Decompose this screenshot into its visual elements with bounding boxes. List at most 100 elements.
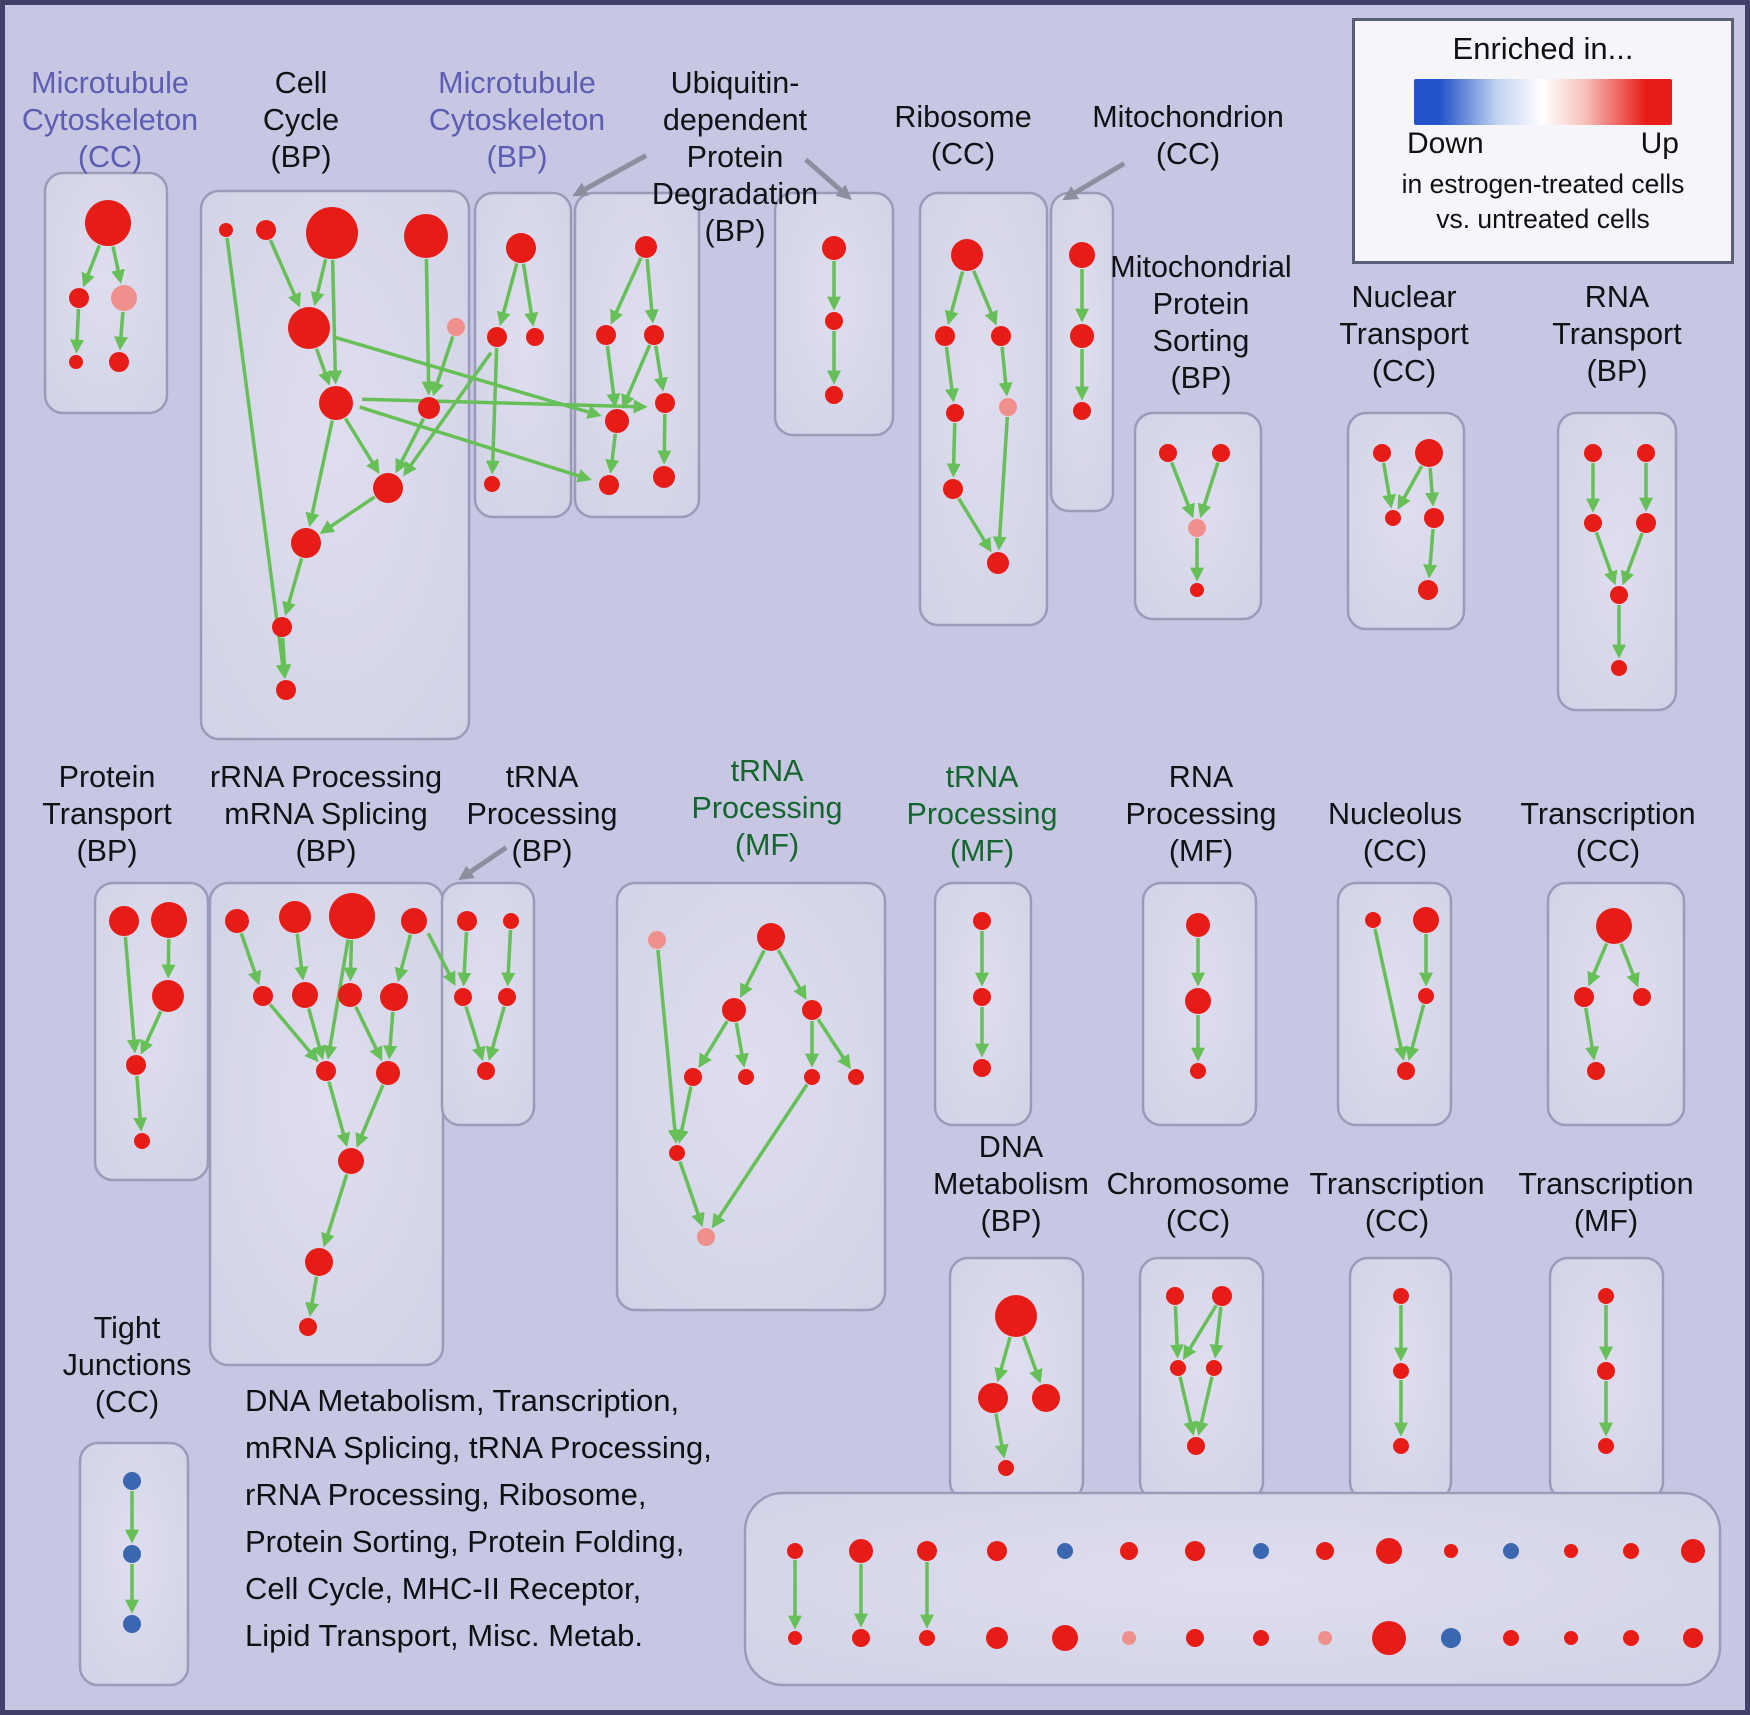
node-chromosome-cc-3: [1206, 1360, 1222, 1376]
node-misc-clusters-19: [1052, 1625, 1078, 1651]
edge-arrow: [305, 420, 334, 527]
edge-arrow: [123, 936, 141, 1054]
edge-arrow: [501, 929, 516, 987]
edge-arrow: [133, 1075, 148, 1132]
node-rrna-processing-mrna-splicing-bp-6: [338, 983, 362, 1007]
node-ubiquitin-degradation-1-4: [605, 409, 629, 433]
node-misc-clusters-25: [1441, 1628, 1461, 1648]
node-cell-cycle-bp-1: [256, 220, 276, 240]
cluster-label-nucleolus-cc: Nucleolus(CC): [1328, 797, 1462, 868]
node-nucleolus-cc-1: [1413, 907, 1439, 933]
node-misc-clusters-15: [788, 1631, 802, 1645]
node-microtubule-cytoskeleton-cc-0: [85, 200, 131, 246]
edge-arrow: [994, 1413, 1009, 1459]
node-misc-clusters-3: [987, 1541, 1007, 1561]
edge-arrow: [1397, 465, 1424, 510]
node-trna-processing-bp-2: [454, 988, 472, 1006]
edge-arrow: [657, 413, 672, 465]
edge-arrow: [421, 258, 436, 396]
edge-arrow: [605, 345, 621, 408]
legend-scale-labels: Down Up: [1407, 127, 1679, 161]
box-dna-metabolism-bp: [948, 1256, 1085, 1502]
edge-arrow: [971, 269, 998, 326]
node-rrna-processing-mrna-splicing-bp-7: [380, 983, 408, 1011]
node-mitochondrion-cc-0: [1069, 242, 1095, 268]
node-ubiquitin-degradation-1-3: [655, 393, 675, 413]
cluster-label-transcription-mf: Transcription(MF): [1518, 1167, 1693, 1238]
edge-arrow: [678, 1160, 705, 1228]
edge-arrow: [1170, 1305, 1185, 1359]
edge-arrow: [1405, 1004, 1426, 1061]
edge-arrow: [430, 335, 455, 397]
note-line: Protein Sorting, Protein Folding,: [245, 1524, 685, 1559]
edge-arrow: [496, 262, 519, 326]
edge-arrow: [1194, 1376, 1214, 1436]
node-misc-clusters-23: [1318, 1631, 1332, 1645]
edge-arrow: [621, 344, 652, 409]
node-dna-metabolism-bp-1: [978, 1383, 1008, 1413]
node-trna-processing-mf-1-7: [848, 1069, 864, 1085]
legend-gradient-bar: [1414, 79, 1672, 125]
edge-arrow: [1587, 942, 1609, 987]
edge-arrow: [946, 422, 961, 478]
node-misc-clusters-13: [1623, 1543, 1639, 1559]
edge-arrow: [944, 346, 959, 403]
node-rna-transport-bp-0: [1584, 444, 1602, 462]
edge-arrow: [776, 949, 807, 1001]
edge-arrow: [734, 1022, 749, 1068]
node-nuclear-transport-cc-1: [1415, 439, 1443, 467]
box-trna-processing-mf-1: [615, 881, 887, 1312]
node-trna-processing-mf-2-1: [973, 988, 991, 1006]
node-microtubule-cytoskeleton-cc-2: [111, 285, 137, 311]
cluster-label-transcription-cc-1: Transcription(CC): [1520, 797, 1695, 868]
node-ribosome-cc-1: [935, 326, 955, 346]
node-cell-cycle-bp-2: [306, 207, 358, 259]
label-pointer-arrow: [1062, 161, 1126, 201]
node-dna-metabolism-bp-2: [1032, 1384, 1060, 1412]
edge-arrow: [457, 931, 472, 987]
node-chromosome-cc-1: [1212, 1286, 1232, 1306]
box-cell-cycle-bp: [199, 189, 471, 741]
node-transcription-cc-2-0: [1393, 1288, 1409, 1304]
node-trna-processing-mf-2-0: [973, 912, 991, 930]
edge-arrow: [1197, 461, 1220, 519]
edge-arrow: [1619, 943, 1640, 988]
label-pointer-arrow: [804, 157, 852, 201]
node-transcription-cc-1-2: [1633, 988, 1651, 1006]
node-protein-transport-bp-2: [152, 980, 184, 1012]
edge-arrow: [957, 497, 992, 553]
node-microtubule-cytoskeleton-cc-3: [69, 355, 83, 369]
node-nuclear-transport-cc-4: [1418, 580, 1438, 600]
node-misc-clusters-22: [1253, 1630, 1269, 1646]
box-rrna-processing-mrna-splicing-bp: [208, 881, 445, 1367]
node-misc-clusters-16: [852, 1629, 870, 1647]
edge-arrow: [282, 557, 304, 617]
edge-arrow: [485, 1006, 506, 1061]
edge-arrow: [656, 949, 682, 1144]
box-tight-junctions-cc: [78, 1441, 190, 1687]
node-misc-clusters-5: [1120, 1542, 1138, 1560]
node-rrna-processing-mrna-splicing-bp-5: [292, 982, 318, 1008]
node-protein-transport-bp-3: [126, 1055, 146, 1075]
node-ubiquitin-degradation-1-1: [596, 325, 616, 345]
node-misc-clusters-2: [917, 1541, 937, 1561]
node-protein-transport-bp-0: [109, 906, 139, 936]
node-rrna-processing-mrna-splicing-bp-3: [401, 908, 427, 934]
node-rrna-processing-mrna-splicing-bp-10: [338, 1148, 364, 1174]
edge-arrow: [698, 1020, 729, 1069]
node-nucleolus-cc-3: [1397, 1062, 1415, 1080]
node-chromosome-cc-2: [1170, 1360, 1186, 1376]
legend-up-label: Up: [1640, 127, 1679, 160]
node-misc-clusters-17: [919, 1630, 935, 1646]
node-microtubule-cytoskeleton-bp-0: [506, 233, 536, 263]
node-cell-cycle-bp-10: [272, 617, 292, 637]
node-mitochondrial-protein-sorting-bp-1: [1212, 444, 1230, 462]
edge-arrow: [321, 1173, 349, 1248]
cluster-label-ribosome-cc: Ribosome(CC): [894, 100, 1031, 171]
node-protein-transport-bp-1: [151, 902, 187, 938]
edge-arrow: [111, 246, 125, 284]
